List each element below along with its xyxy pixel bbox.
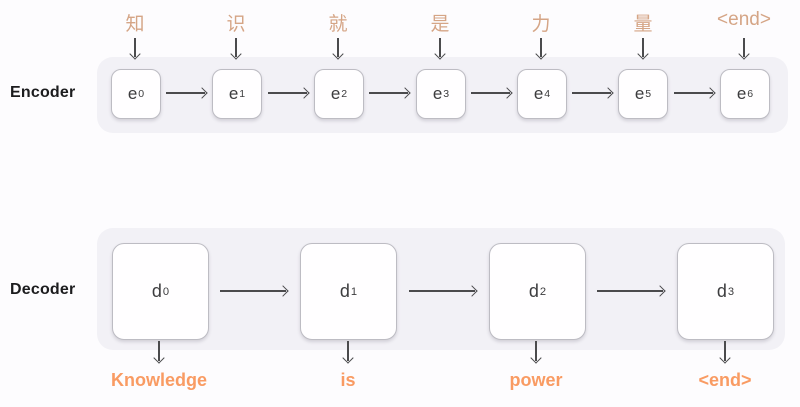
arrow-down: [535, 341, 537, 361]
cell-label: e: [533, 84, 544, 103]
cell-label: e: [228, 84, 239, 103]
arrow-right: [674, 92, 713, 94]
encoder-label: Encoder: [10, 84, 76, 101]
input-token: 是: [430, 14, 450, 35]
arrow-down: [642, 38, 644, 57]
cell-label: d: [339, 281, 350, 301]
arrow-down: [235, 38, 237, 57]
cell-label: d: [528, 281, 539, 301]
cell-subscript: 6: [747, 88, 754, 100]
input-token: <end>: [717, 9, 771, 30]
cell-subscript: 1: [239, 88, 246, 100]
arrow-right: [220, 290, 286, 292]
input-token: 识: [226, 14, 246, 35]
arrow-right: [597, 290, 663, 292]
input-token: 就: [328, 14, 348, 35]
cell-label: d: [151, 281, 162, 301]
output-token: Knowledge: [110, 370, 208, 390]
cell-label: e: [432, 84, 443, 103]
cell-subscript: 2: [539, 285, 547, 298]
cell-label: e: [634, 84, 645, 103]
cell-label: e: [736, 84, 747, 103]
input-token: 力: [531, 14, 551, 35]
output-token: is: [340, 370, 356, 390]
cell-subscript: 3: [443, 88, 450, 100]
arrow-down: [724, 341, 726, 361]
output-token: power: [509, 370, 563, 390]
cell-label: e: [127, 84, 138, 103]
cell-subscript: 2: [341, 88, 348, 100]
arrow-down: [134, 38, 136, 57]
arrow-down: [158, 341, 160, 361]
input-token: 量: [633, 14, 653, 35]
cell-subscript: 3: [727, 285, 735, 298]
cell-subscript: 5: [645, 88, 652, 100]
arrow-down: [337, 38, 339, 57]
arrow-right: [572, 92, 611, 94]
decoder-panel: [97, 228, 785, 350]
arrow-right: [471, 92, 510, 94]
output-token: <end>: [698, 370, 752, 390]
arrow-right: [409, 290, 475, 292]
arrow-right: [369, 92, 408, 94]
cell-subscript: 0: [162, 285, 170, 298]
cell-subscript: 0: [138, 88, 145, 100]
arrow-right: [268, 92, 307, 94]
arrow-down: [439, 38, 441, 57]
cell-subscript: 4: [544, 88, 551, 100]
cell-label: e: [330, 84, 341, 103]
decoder-label: Decoder: [10, 281, 76, 298]
arrow-right: [166, 92, 205, 94]
input-token: 知: [125, 14, 145, 35]
cell-label: d: [716, 281, 727, 301]
cell-subscript: 1: [350, 285, 358, 298]
arrow-down: [347, 341, 349, 361]
arrow-down: [540, 38, 542, 57]
arrow-down: [743, 38, 745, 57]
